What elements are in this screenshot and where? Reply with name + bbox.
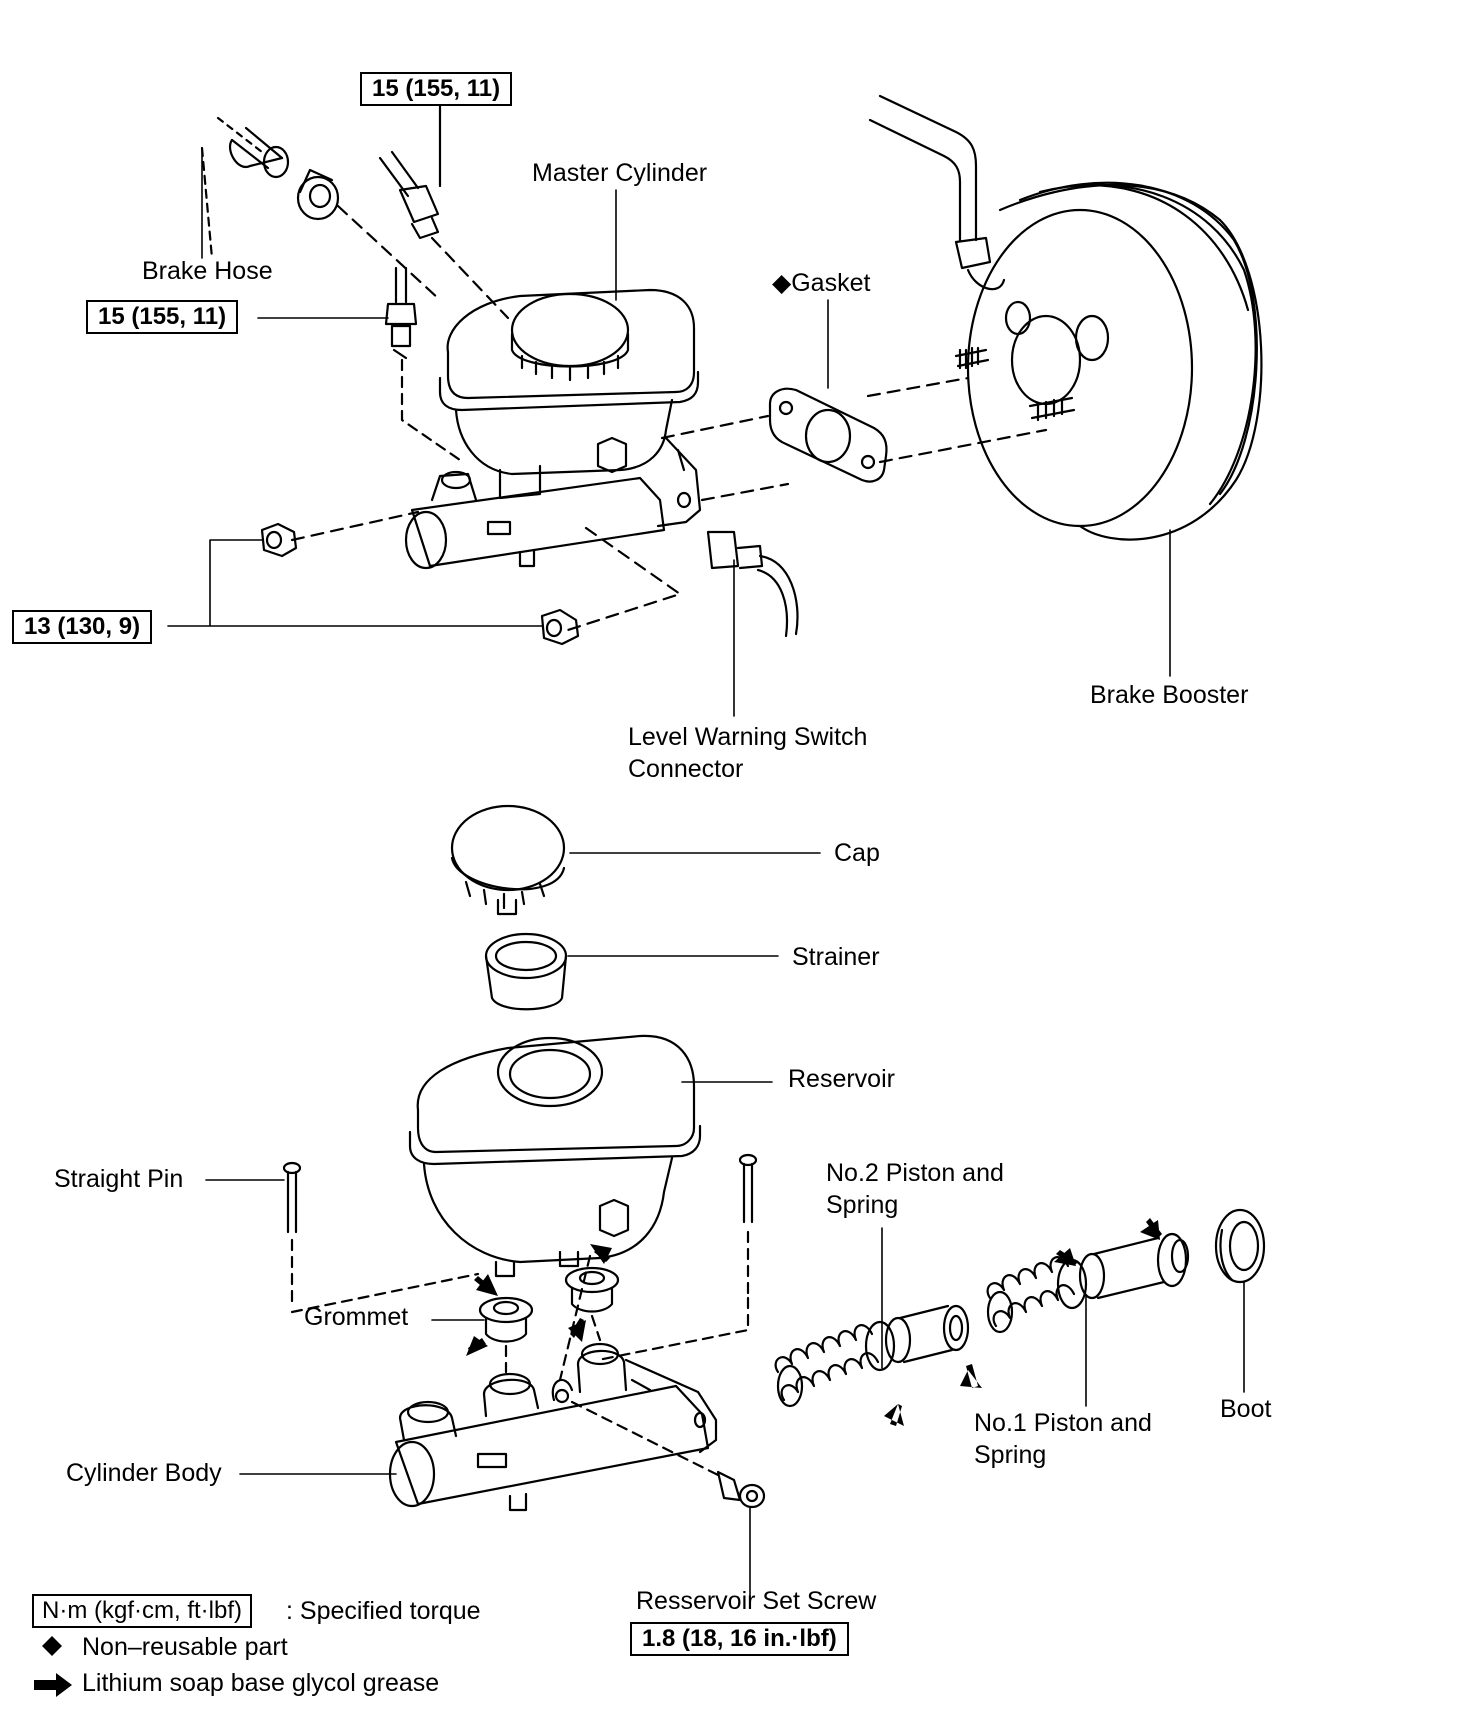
leader-lines — [167, 147, 1245, 1597]
label-level-warning-switch-line1: Level Warning Switch — [628, 723, 868, 751]
diamond-icon — [42, 1636, 62, 1656]
no2-piston-spring-drawing — [774, 1304, 970, 1408]
label-no1-piston-line1: No.1 Piston and — [974, 1409, 1152, 1437]
grease-arrow-icon — [960, 1364, 982, 1388]
master-cylinder-drawing — [404, 288, 702, 570]
grease-arrow-icon — [1140, 1218, 1162, 1240]
label-brake-hose: Brake Hose — [142, 257, 273, 285]
label-gasket: ◆Gasket — [772, 269, 871, 297]
torque-box-tube-nut-left: 15 (155, 11) — [86, 300, 239, 334]
assembly-dashed-lines — [290, 376, 1048, 632]
grease-arrow-icon — [590, 1244, 612, 1264]
grease-arrow-icon — [568, 1318, 586, 1342]
legend-icons — [34, 1636, 72, 1697]
label-reservoir: Reservoir — [788, 1065, 895, 1093]
level-warning-connector-drawing — [706, 530, 799, 638]
grease-arrow-icon — [884, 1404, 904, 1426]
torque-box-tube-nut-top: 15 (155, 11) — [360, 72, 513, 106]
mount-nut-upper — [260, 522, 298, 558]
grease-arrow-icon — [474, 1274, 498, 1296]
boot-drawing — [1214, 1208, 1266, 1284]
grommet-left — [478, 1296, 534, 1343]
grommet-right — [564, 1266, 620, 1313]
label-master-cylinder: Master Cylinder — [532, 159, 708, 187]
label-brake-booster: Brake Booster — [1090, 681, 1249, 709]
label-boot: Boot — [1220, 1395, 1272, 1423]
reservoir-drawing — [408, 1034, 702, 1278]
gasket-drawing — [768, 387, 888, 483]
label-grommet: Grommet — [304, 1303, 409, 1331]
hose-clamp — [296, 168, 442, 302]
label-reservoir-set-screw: Resservoir Set Screw — [636, 1587, 877, 1615]
grease-arrow-icon — [1054, 1248, 1078, 1266]
label-no2-piston-line1: No.2 Piston and — [826, 1159, 1004, 1187]
reservoir-set-screw-drawing — [716, 1470, 766, 1509]
grease-arrow-icon — [466, 1336, 488, 1356]
cap-drawing — [450, 804, 566, 916]
torque-box-set-screw: 1.8 (18, 16 in.·lbf) — [630, 1622, 849, 1656]
lower-dashed-lines — [290, 1254, 750, 1478]
mount-nut-lower — [540, 608, 580, 646]
label-no2-piston-line2: Spring — [826, 1191, 899, 1219]
brake-hose-pipe — [200, 116, 290, 260]
straight-pin-right — [738, 1153, 758, 1300]
cylinder-body-drawing — [388, 1342, 718, 1512]
grease-arrows — [466, 1218, 1162, 1426]
no1-piston-spring-drawing — [986, 1232, 1190, 1334]
label-straight-pin: Straight Pin — [54, 1165, 184, 1193]
grease-arrow-icon — [34, 1673, 72, 1697]
label-no1-piston-line2: Spring — [974, 1441, 1047, 1469]
label-strainer: Strainer — [792, 943, 880, 971]
strainer-drawing — [484, 932, 568, 1011]
torque-box-mount-nut: 13 (130, 9) — [12, 610, 153, 644]
label-level-warning-switch-line2: Connector — [628, 755, 744, 783]
legend-torque-text: : Specified torque — [286, 1597, 481, 1625]
top-tube-fitting — [378, 104, 510, 320]
label-cap: Cap — [834, 839, 880, 867]
legend-nonreusable-text: Non–reusable part — [82, 1633, 288, 1661]
label-cylinder-body: Cylinder Body — [66, 1459, 222, 1487]
legend-torque-box: N·m (kgf·cm, ft·lbf) — [32, 1594, 252, 1628]
legend-grease-text: Lithium soap base glycol grease — [82, 1669, 440, 1697]
straight-pin-left — [282, 1161, 302, 1310]
brake-booster-drawing — [868, 94, 1263, 541]
